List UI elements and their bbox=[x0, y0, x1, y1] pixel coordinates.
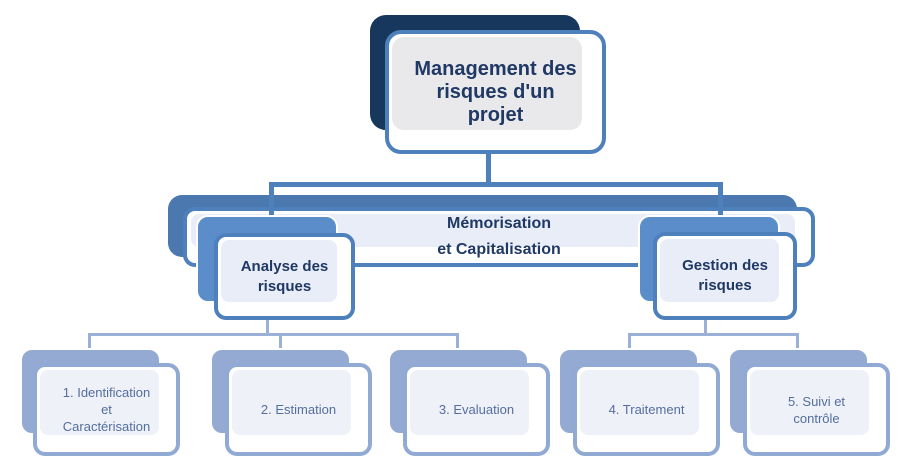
analyse-node-tint bbox=[221, 240, 337, 302]
connector-drop-step4 bbox=[628, 335, 631, 349]
connector-drop-gestion bbox=[718, 185, 723, 219]
connector-drop-step3 bbox=[456, 335, 459, 349]
root-node: Management des risques d'un projet bbox=[385, 30, 606, 154]
step3-node-label: 3. Evaluation bbox=[438, 402, 515, 417]
step1-node-label: 1. Identification et Caractérisation bbox=[62, 385, 151, 434]
gestion-node-tint bbox=[660, 239, 779, 302]
connector-drop-step2 bbox=[279, 335, 282, 349]
root-node-label: Management des risques d'un projet bbox=[414, 57, 577, 126]
step1-node: 1. Identification et Caractérisation bbox=[33, 363, 180, 456]
step5-node-tint bbox=[750, 370, 869, 435]
step4-node: 4. Traitement bbox=[573, 363, 720, 456]
step1-node-tint bbox=[40, 370, 159, 435]
step5-node-label: 5. Suivi et contrôle bbox=[787, 393, 846, 426]
connector-left-horizontal bbox=[88, 333, 459, 336]
connector-top-horizontal bbox=[269, 182, 723, 187]
connector-gestion-stub bbox=[704, 320, 707, 335]
connector-right-horizontal bbox=[628, 333, 799, 336]
analyse-node-label: Analyse des risques bbox=[240, 257, 329, 295]
step4-node-tint bbox=[580, 370, 699, 435]
connector-analyse-stub bbox=[266, 320, 269, 335]
step3-node-tint bbox=[410, 370, 529, 435]
connector-root-stub bbox=[486, 152, 491, 183]
step2-node-label: 2. Estimation bbox=[260, 402, 337, 417]
step2-node: 2. Estimation bbox=[225, 363, 372, 456]
connector-drop-step1 bbox=[88, 335, 91, 349]
gestion-node: Gestion des risques bbox=[653, 232, 797, 320]
step4-node-label: 4. Traitement bbox=[608, 402, 685, 417]
gestion-node-label: Gestion des risques bbox=[682, 257, 768, 294]
root-node-tint bbox=[392, 37, 582, 130]
step2-node-tint bbox=[232, 370, 351, 435]
memorisation-node-label: Mémorisation et Capitalisation bbox=[437, 215, 561, 258]
connector-drop-step5 bbox=[796, 335, 799, 349]
step5-node: 5. Suivi et contrôle bbox=[743, 363, 890, 456]
step3-node: 3. Evaluation bbox=[403, 363, 550, 456]
analyse-node: Analyse des risques bbox=[214, 233, 355, 320]
connector-drop-analyse bbox=[269, 185, 274, 219]
